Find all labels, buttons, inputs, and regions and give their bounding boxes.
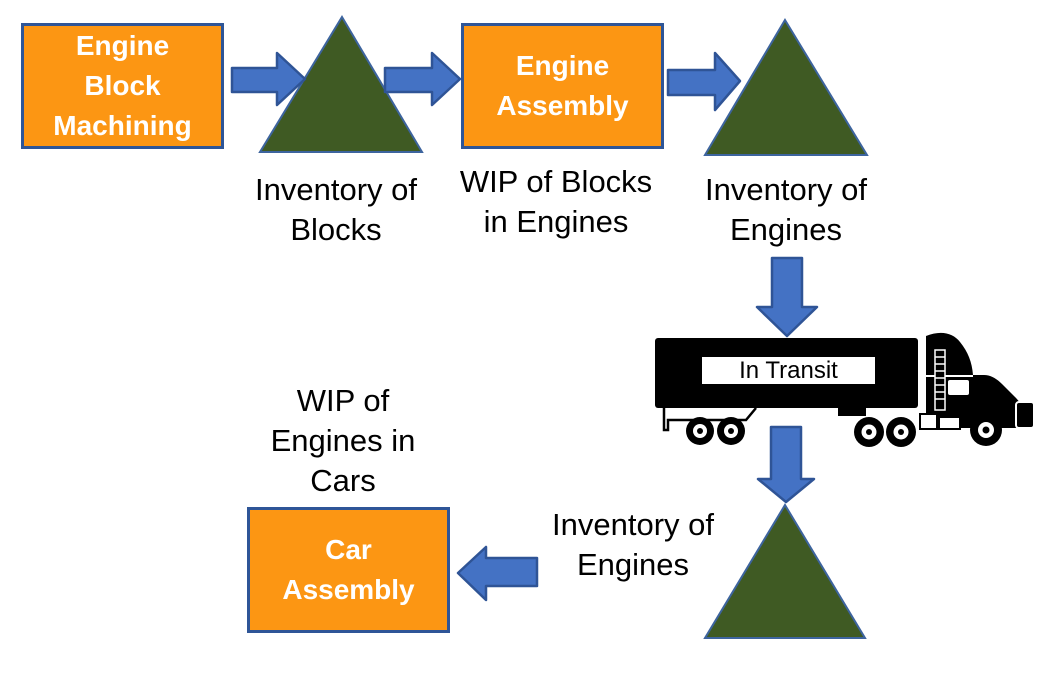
label-line: Cars — [310, 463, 376, 498]
inventory-triangle-icon-engines-top — [703, 18, 869, 156]
truck-wheel — [970, 414, 1002, 446]
box-text-line: Car — [325, 534, 372, 565]
label-wip-of-blocks-in-engines: WIP of Blocks in Engines — [446, 162, 666, 242]
label-line: Inventory of — [552, 507, 714, 542]
box-text-line: Engine — [75, 30, 170, 61]
label-line: Engines in — [270, 423, 416, 458]
label-inventory-of-engines-bottom: Inventory of Engines — [523, 505, 743, 585]
box-text-line: Engine — [515, 50, 610, 81]
box-text-line: Machining — [53, 110, 192, 141]
truck-wheel — [686, 417, 745, 445]
label-line: in Engines — [483, 204, 629, 239]
label-line: Engines — [729, 212, 843, 247]
flow-arrow-icon-assembly-to-engines — [666, 51, 742, 112]
box-text-line: Assembly — [282, 574, 415, 605]
flow-arrow-icon-blocks-to-engine-assembly — [383, 51, 462, 107]
process-box-engine-assembly: Engine Assembly — [461, 23, 664, 149]
process-box-engine-block-machining: Engine Block Machining — [21, 23, 224, 149]
label-line: WIP of — [296, 383, 390, 418]
box-text-line: Assembly — [496, 90, 629, 121]
label-line: Engines — [576, 547, 690, 582]
inventory-triangle-icon-blocks — [258, 15, 424, 153]
label-line: WIP of Blocks — [459, 164, 653, 199]
label-line: Blocks — [290, 212, 382, 247]
label-inventory-of-engines-top: Inventory of Engines — [676, 170, 896, 250]
flow-arrow-icon-truck-to-inventory — [756, 425, 816, 504]
label-line: Inventory of — [705, 172, 867, 207]
process-box-car-assembly: Car Assembly — [247, 507, 450, 633]
truck-wheel — [854, 417, 916, 447]
flow-arrow-icon-engines-to-car-assembly — [456, 545, 539, 602]
label-line: Inventory of — [255, 172, 417, 207]
label-wip-of-engines-in-cars: WIP of Engines in Cars — [233, 381, 453, 501]
flow-arrow-icon-machining-to-blocks — [230, 51, 307, 107]
in-transit-sign: In Transit — [700, 355, 877, 386]
flow-arrow-icon-engines-to-truck — [755, 256, 819, 338]
inventory-triangle-icon-engines-bottom — [703, 503, 867, 639]
truck-icon — [655, 332, 1035, 447]
box-text-line: Block — [84, 70, 161, 101]
label-inventory-of-blocks: Inventory of Blocks — [230, 170, 442, 250]
